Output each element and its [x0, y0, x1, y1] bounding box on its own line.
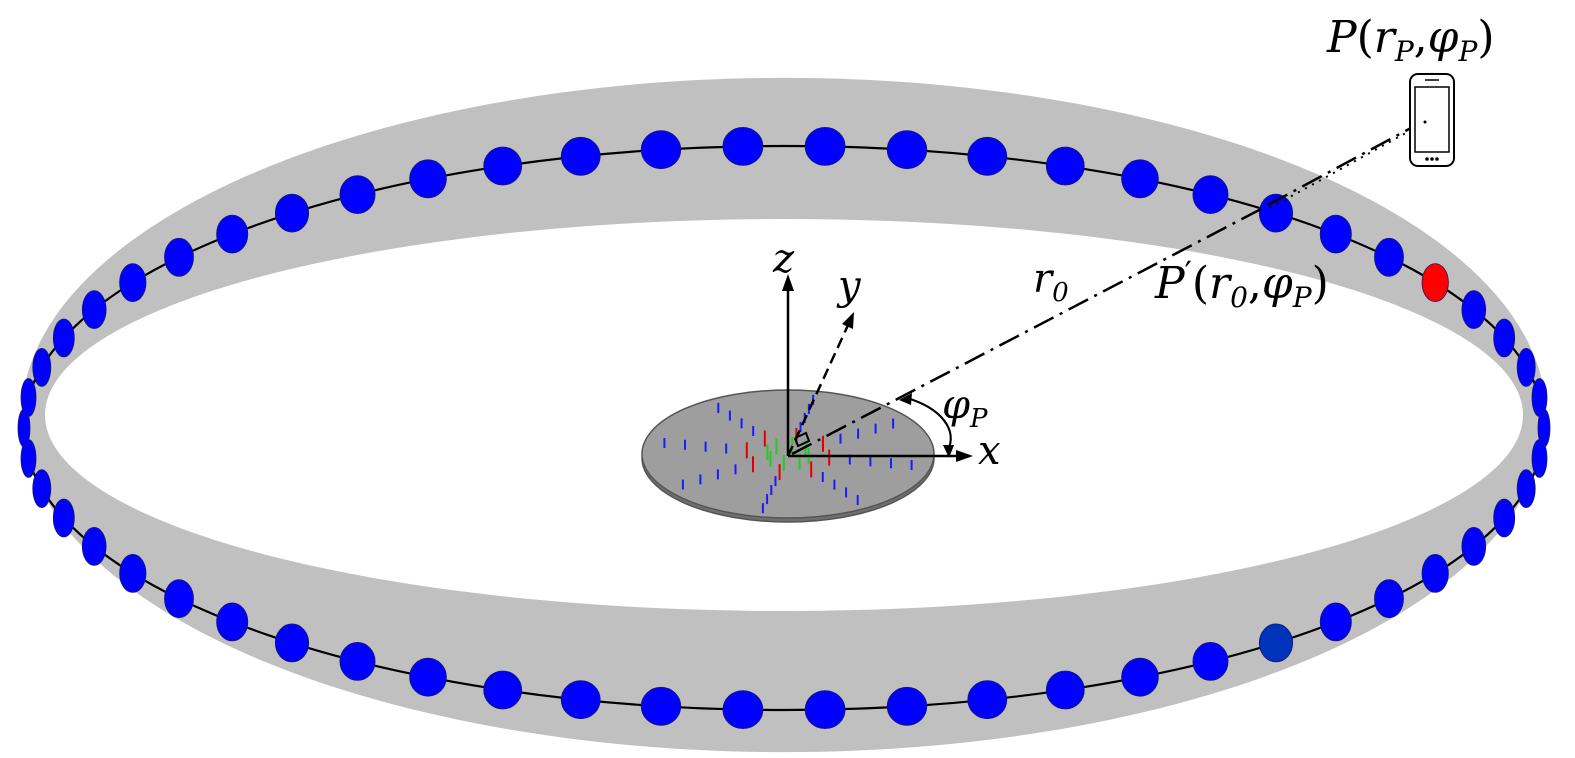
ring-element	[1192, 175, 1229, 215]
ring-element	[274, 193, 310, 233]
label-axis-x: x	[978, 428, 1001, 474]
ring-element	[1493, 318, 1516, 358]
ring-element	[804, 126, 846, 166]
ring-element	[1531, 439, 1548, 478]
label-axis-y: y	[836, 263, 862, 309]
ring-elements	[17, 126, 1551, 729]
angle-arc-head-start	[899, 393, 912, 405]
label-angle: φP	[942, 382, 988, 434]
ring-element	[164, 579, 194, 619]
ring-element	[1516, 469, 1536, 509]
ring-element	[722, 690, 764, 729]
label-radius: r0	[1033, 256, 1069, 308]
z-arrowhead	[782, 274, 794, 291]
right-angle-marker	[794, 431, 811, 448]
ring-element	[1374, 237, 1404, 277]
ring-element	[216, 214, 249, 254]
ring-element	[1374, 579, 1404, 619]
ring-element	[1045, 670, 1085, 710]
ring-band	[21, 77, 1546, 753]
ring-element	[32, 469, 52, 509]
ring-element	[409, 657, 447, 697]
ring-element	[20, 378, 37, 417]
ring-element	[886, 130, 928, 170]
ring-element	[1121, 159, 1159, 199]
ring-element	[32, 347, 52, 387]
ring-element	[1421, 554, 1449, 593]
ring-element	[52, 318, 75, 358]
smartphone-icon	[1409, 73, 1455, 167]
ring-element	[967, 136, 1008, 176]
ring-element	[1121, 657, 1159, 697]
ring-element	[1516, 347, 1536, 387]
x-arrowhead	[956, 450, 973, 462]
coordinate-axes	[786, 285, 962, 458]
ring-element	[119, 554, 147, 593]
y-arrowhead	[842, 312, 854, 329]
ring-element	[216, 602, 249, 642]
ring-element	[1045, 146, 1085, 186]
ring-element-highlighted	[1421, 263, 1449, 303]
line-origin-to-element	[791, 206, 1264, 456]
ring-element	[967, 680, 1008, 720]
ring-element	[52, 498, 75, 538]
ring-element	[1319, 602, 1352, 642]
ring-element	[274, 623, 310, 663]
ring-element	[804, 690, 846, 729]
ring-element	[886, 686, 928, 726]
ring-element	[640, 130, 682, 170]
ring-element	[1461, 527, 1487, 566]
ring-element	[640, 686, 682, 726]
ring-element	[164, 237, 194, 277]
ring-element	[1258, 193, 1294, 233]
label-point-p: P(rP,φP)	[1326, 12, 1495, 68]
ring-element	[560, 136, 601, 176]
axis-arrowheads	[782, 274, 973, 462]
ring-element	[1258, 623, 1294, 663]
ring-element	[1319, 214, 1352, 254]
ring-element	[81, 290, 107, 330]
ring-element	[722, 126, 764, 166]
ring-element	[339, 175, 376, 215]
ring-element	[1192, 642, 1229, 681]
ring-element	[409, 159, 447, 199]
ring-element	[1531, 378, 1548, 417]
label-axis-z: z	[772, 236, 795, 282]
ring-element	[81, 527, 107, 566]
y-axis	[786, 322, 851, 457]
ring-element	[483, 670, 523, 710]
ring-element	[560, 680, 601, 720]
ring-element	[1493, 498, 1516, 538]
angle-arc-head-end	[943, 445, 954, 458]
ring-element	[483, 146, 523, 186]
ring-element	[339, 642, 376, 681]
angle-arc	[906, 396, 952, 451]
ring-element	[1461, 290, 1487, 330]
label-point-p-prime: P′(r0,φP)	[1154, 254, 1329, 314]
ring-element	[119, 263, 147, 303]
line-element-to-receiver	[1267, 120, 1423, 207]
